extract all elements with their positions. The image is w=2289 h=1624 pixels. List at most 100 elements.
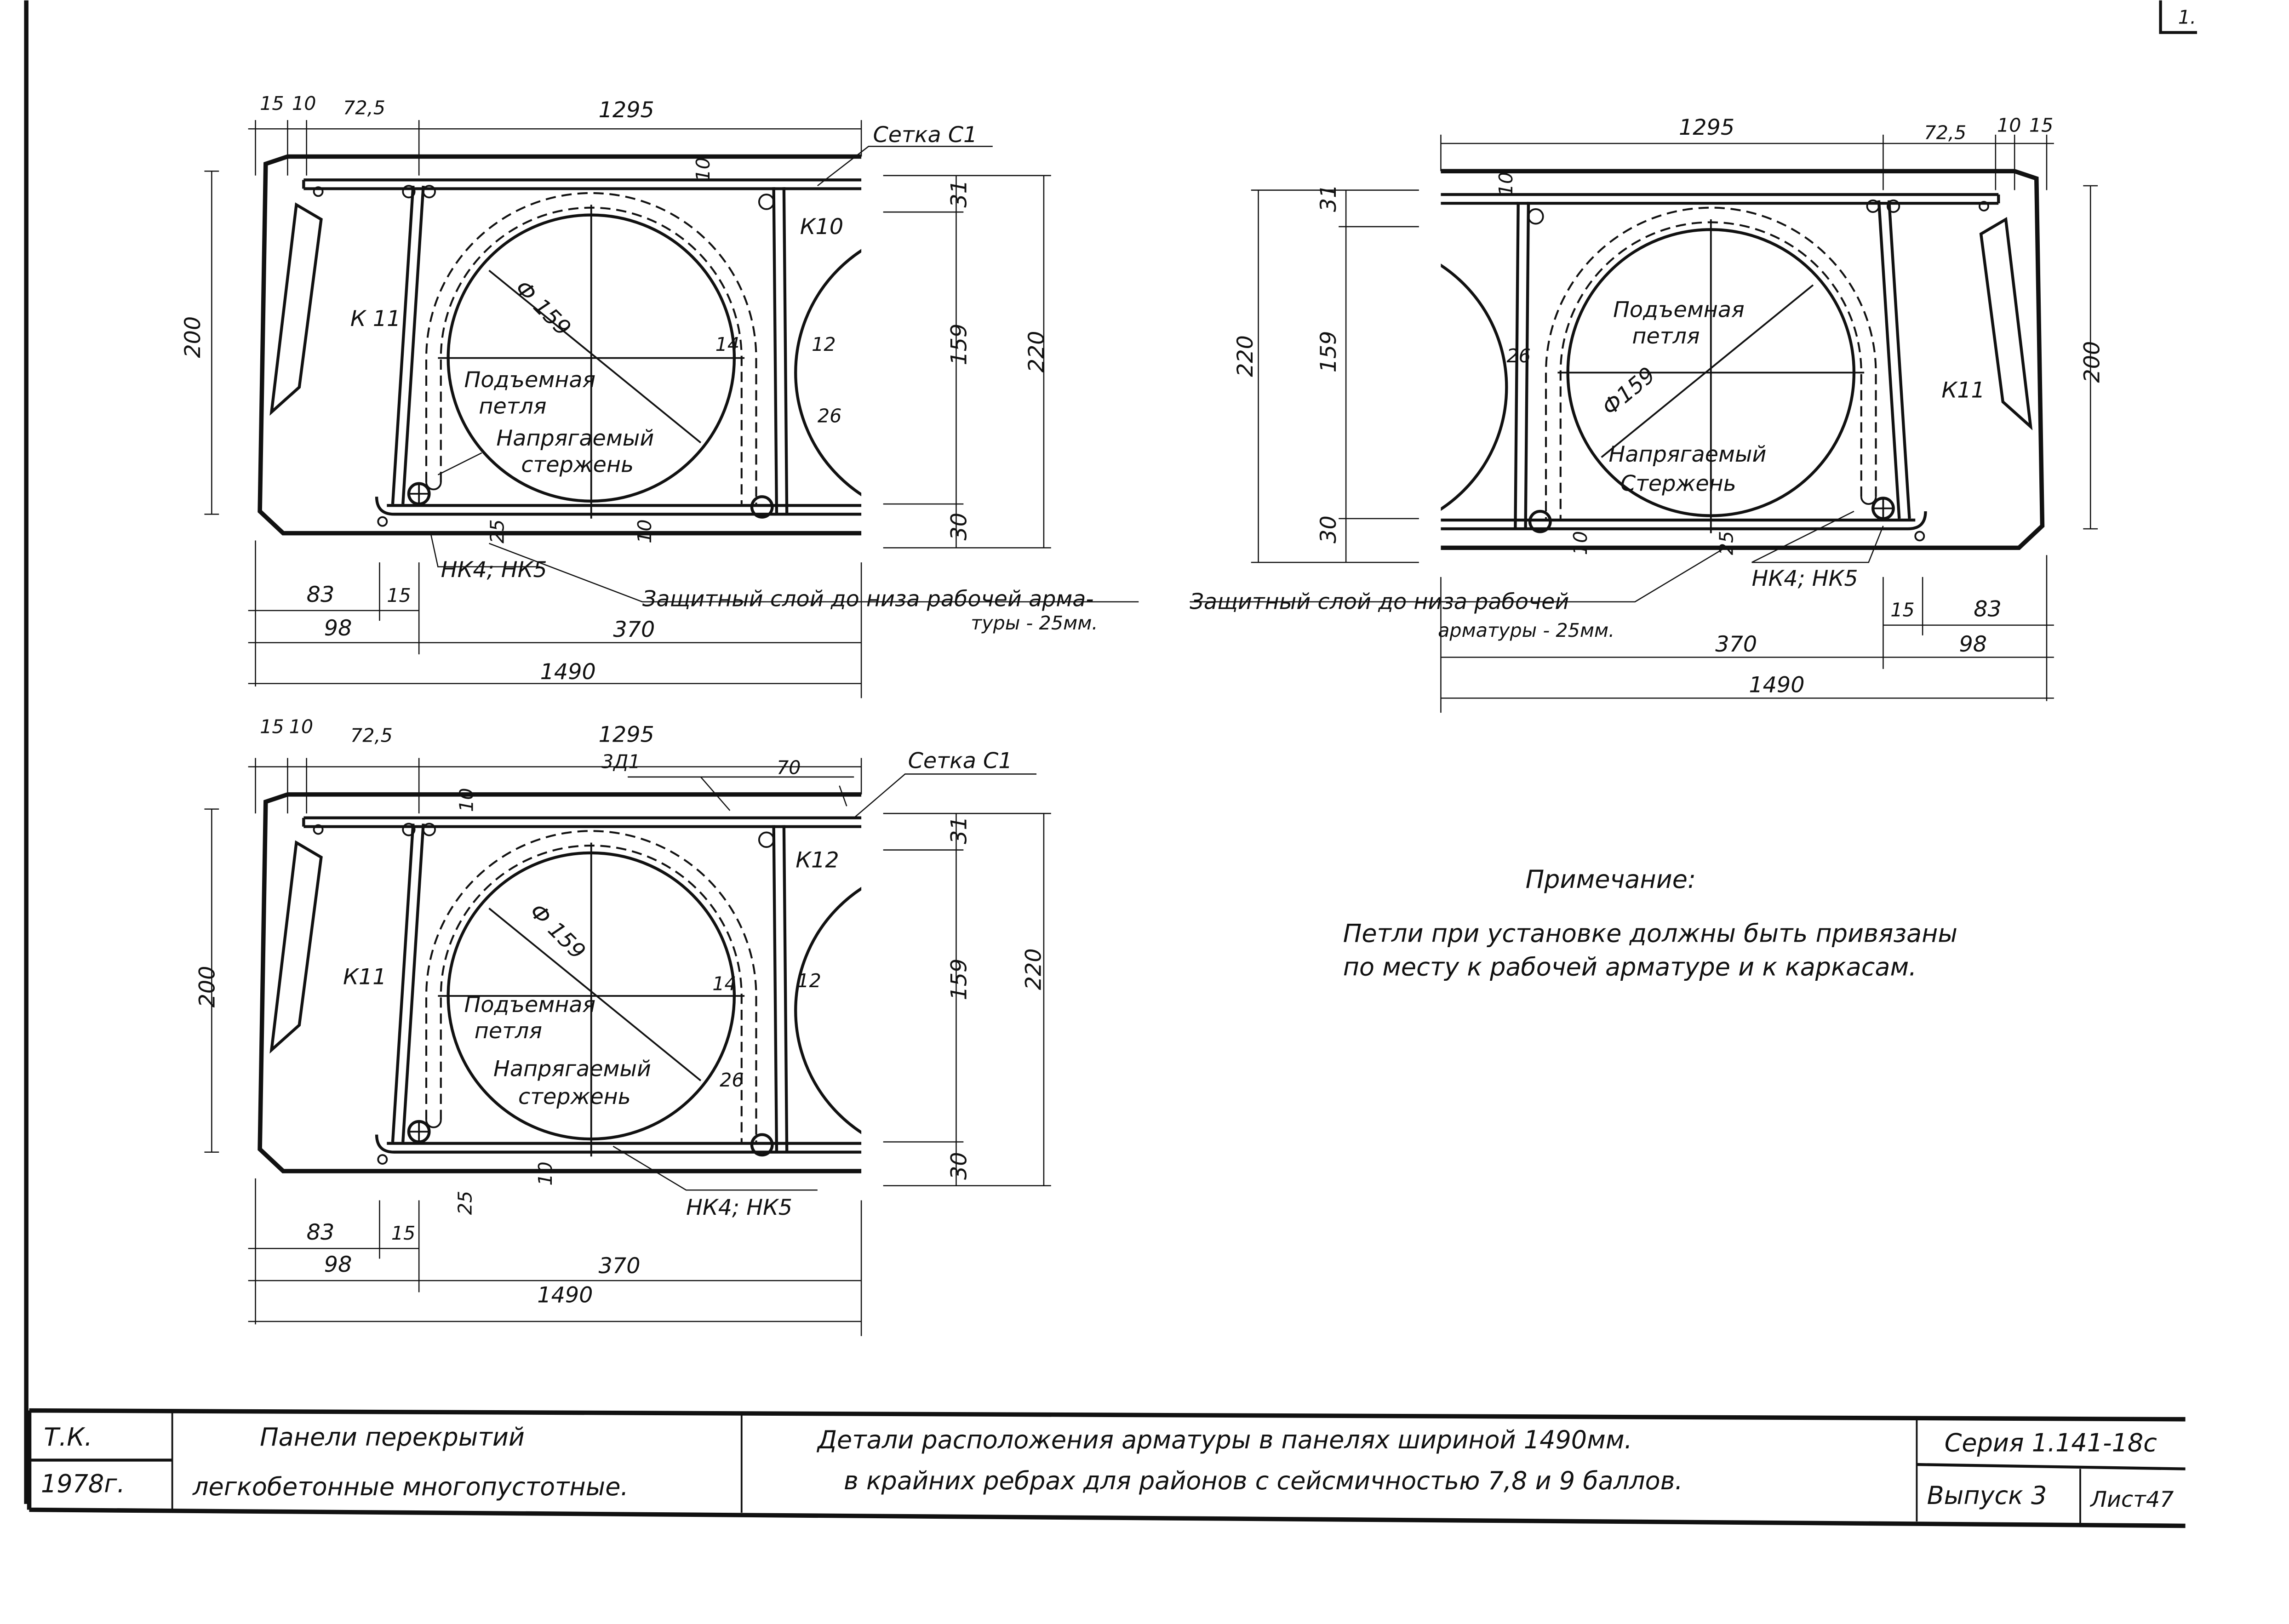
- bottom-frames-label: НК4; НК5: [686, 1195, 792, 1220]
- note-title: Примечание:: [1526, 865, 1696, 894]
- bottom-frames-label: НК4; НК5: [441, 557, 547, 583]
- dim-30: 30: [1316, 515, 1341, 543]
- dim-98: 98: [1959, 632, 1987, 657]
- dimension-lines: [1250, 134, 2099, 714]
- product-line-1: Панели перекрытий: [260, 1423, 525, 1452]
- loop-label-2: петля: [475, 1018, 542, 1044]
- dimension-lines: [204, 757, 1052, 1337]
- dim-159: 159: [1316, 331, 1341, 373]
- sheet-mark: 1.: [2178, 6, 2196, 29]
- bottom-cover-10: 10: [1569, 531, 1591, 555]
- bottom-cover-25: 25: [486, 519, 508, 543]
- loop-label-2: петля: [479, 394, 546, 419]
- dim-30: 30: [947, 1152, 972, 1180]
- dim-72-5: 72,5: [343, 97, 385, 119]
- diameter-label: Ф159: [1597, 362, 1660, 421]
- dim-15: 15: [2029, 114, 2054, 137]
- dim-12: 12: [812, 333, 836, 355]
- series: Серия 1.141-18с: [1945, 1429, 2157, 1458]
- panel-bottom-left: 15 10 72,5 1295 3Д1 70 Сетка С1 10 31 15…: [195, 716, 1087, 1337]
- bottom-cover-10: 10: [534, 1161, 556, 1186]
- dim-72-5: 72,5: [350, 725, 393, 747]
- top-cover-dim: 10: [692, 157, 714, 182]
- dim-1295: 1295: [599, 97, 654, 123]
- frame-k11-label: К11: [1941, 377, 1985, 403]
- sheet-mark-frame: [2159, 0, 2197, 34]
- dim-1490: 1490: [540, 659, 596, 685]
- panel-top-left: 15 10 72,5 1295 Сетка С1 10 31 159 30 22…: [180, 92, 1139, 699]
- loop-label-1: Подъемная: [464, 367, 596, 393]
- dim-1295: 1295: [1679, 115, 1734, 140]
- dim-98: 98: [324, 1252, 352, 1277]
- dim-83: 83: [307, 582, 335, 607]
- dim-10: 10: [292, 92, 316, 114]
- mesh-label: Сетка С1: [908, 749, 1013, 774]
- dim-70: 70: [777, 756, 801, 778]
- dim-26: 26: [1506, 345, 1531, 367]
- dim-31: 31: [947, 816, 972, 844]
- dim-31: 31: [947, 180, 972, 208]
- dim-72-5: 72,5: [1924, 121, 1966, 143]
- top-cover-dim: 10: [456, 788, 478, 812]
- bar-label-1: Напрягаемый: [493, 1057, 651, 1082]
- cover-note-2: арматуры - 25мм.: [1438, 619, 1614, 641]
- dim-26: 26: [818, 405, 842, 427]
- frame-k11-label: К 11: [350, 306, 401, 332]
- bottom-cover-25: 25: [454, 1191, 476, 1215]
- frame-k10-label: К10: [800, 214, 843, 240]
- dim-30: 30: [947, 513, 972, 541]
- dim-14: 14: [715, 333, 740, 355]
- dim-1490: 1490: [537, 1283, 593, 1308]
- dim-26: 26: [720, 1069, 744, 1091]
- diameter-label: Ф 159: [525, 899, 590, 965]
- frame-k12-label: К12: [795, 848, 839, 873]
- bottom-cover-25: 25: [1715, 531, 1737, 555]
- title-block: Т.К. 1978г. Панели перекрытий легкобетон…: [27, 1408, 2186, 1528]
- dim-159: 159: [947, 959, 972, 1001]
- note-line-2: по месту к рабочей арматуре и к каркасам…: [1343, 953, 1917, 982]
- note: Примечание: Петли при установке должны б…: [1343, 865, 1957, 981]
- loop-label-1: Подъемная: [464, 992, 596, 1018]
- dim-1490: 1490: [1749, 673, 1804, 698]
- sheet-title-line-2: в крайних ребрах для районов с сейсмично…: [844, 1466, 1683, 1495]
- bar-label-1: Напрягаемый: [1609, 442, 1767, 467]
- dim-200: 200: [195, 966, 220, 1008]
- dim-370: 370: [599, 1253, 641, 1279]
- dim-15: 15: [260, 716, 284, 738]
- dim-15b: 15: [387, 584, 411, 606]
- dim-10: 10: [289, 716, 314, 738]
- dim-220: 220: [1021, 948, 1047, 990]
- dim-370: 370: [1715, 632, 1757, 657]
- bar-label-2: Стержень: [1620, 471, 1736, 497]
- bottom-cover-10: 10: [634, 519, 656, 543]
- top-cover-dim: 10: [1495, 172, 1517, 196]
- dim-159: 159: [947, 324, 972, 366]
- panel-top-right: 1295 72,5 10 15 10 31 159 30 220 200 К11…: [1190, 114, 2105, 714]
- loop-label-2: петля: [1632, 324, 1700, 349]
- cover-note-1: Защитный слой до низа рабочей: [1190, 589, 1569, 615]
- bar-label-2: стержень: [518, 1084, 631, 1109]
- dim-12: 12: [797, 970, 821, 992]
- dim-220: 220: [1233, 335, 1258, 377]
- bar-label-1: Напрягаемый: [496, 426, 654, 451]
- dim-14: 14: [712, 972, 737, 995]
- sheet-title-line-1: Детали расположения арматуры в панелях ш…: [817, 1425, 1632, 1454]
- dim-200: 200: [2079, 341, 2105, 383]
- dim-15: 15: [260, 92, 284, 114]
- year: 1978г.: [41, 1469, 125, 1498]
- loop-label-1: Подъемная: [1613, 297, 1745, 323]
- dim-10: 10: [1997, 114, 2021, 137]
- dim-98: 98: [324, 616, 352, 641]
- dim-220: 220: [1024, 331, 1049, 373]
- dim-1295: 1295: [599, 722, 654, 748]
- dim-200: 200: [180, 316, 206, 358]
- frame-3d1-label: 3Д1: [601, 751, 641, 773]
- dim-15b: 15: [1890, 599, 1915, 621]
- bar-label-2: стержень: [521, 452, 634, 477]
- cover-note-1: Защитный слой до низа рабочей арма-: [642, 586, 1094, 612]
- dim-31: 31: [1316, 184, 1341, 212]
- note-line-1: Петли при установке должны быть привязан…: [1343, 919, 1957, 948]
- dim-83: 83: [1974, 597, 2002, 622]
- sheet-number: Лист47: [2089, 1487, 2174, 1512]
